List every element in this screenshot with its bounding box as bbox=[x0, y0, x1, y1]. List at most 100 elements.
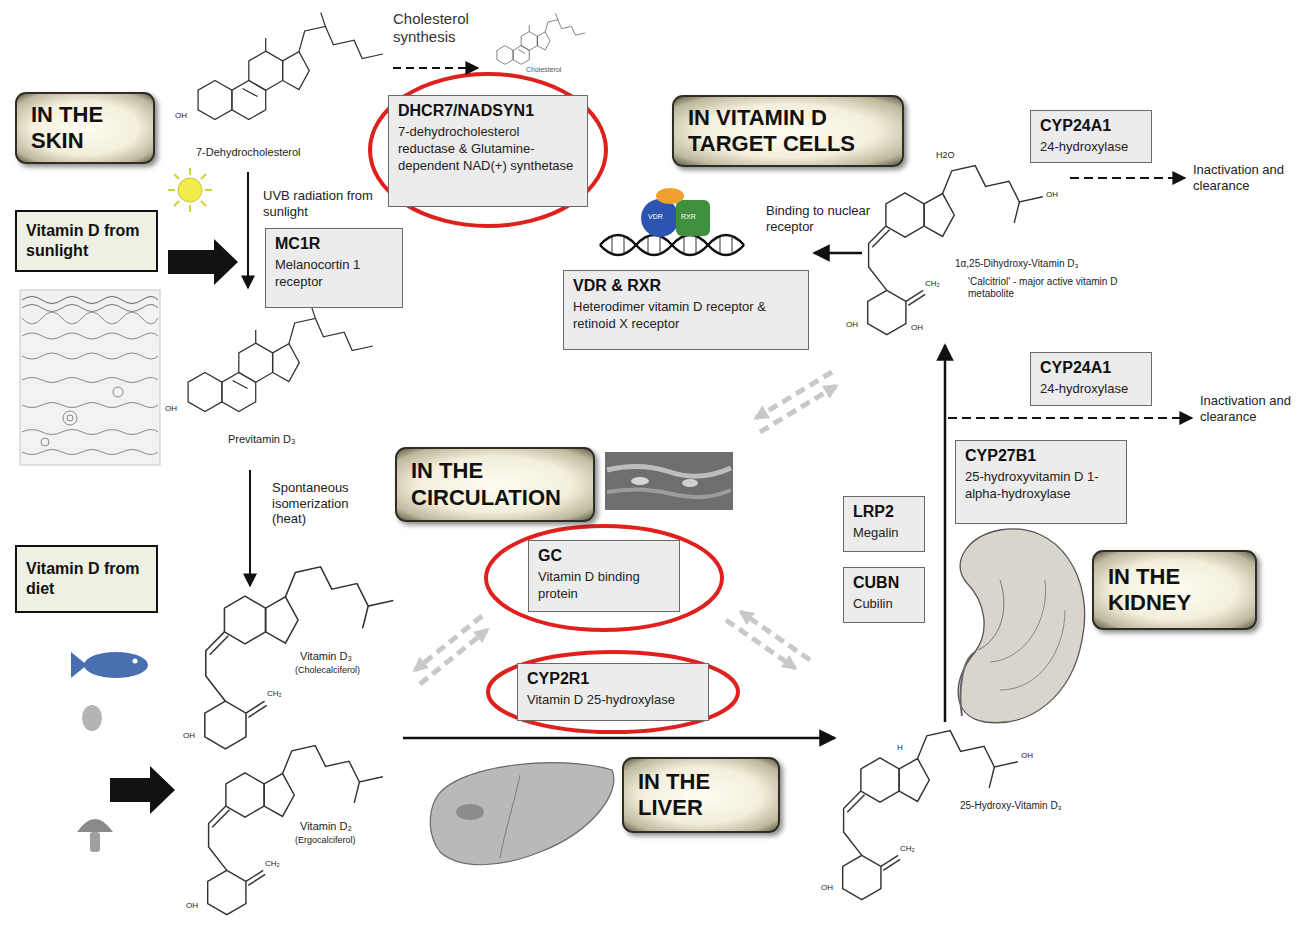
node-title: IN VITAMIN D TARGET CELLS bbox=[688, 105, 888, 158]
section-header: IN THE LIVER bbox=[622, 757, 780, 833]
gene-box: MC1R Melanocortin 1 receptor bbox=[265, 228, 403, 308]
kidney-drawing bbox=[958, 529, 1085, 723]
section-header: IN THE CIRCULATION bbox=[395, 447, 595, 522]
node-text: 7-dehydrocholesterol reductase & Glutami… bbox=[398, 124, 578, 175]
pathway-arrow bbox=[403, 737, 835, 740]
highlight-ellipse bbox=[488, 652, 738, 732]
sun-icon bbox=[168, 168, 212, 212]
gene-box: CUBNCubilin bbox=[843, 567, 925, 623]
node-title: Vitamin D from diet bbox=[26, 559, 147, 599]
fish-icon bbox=[71, 652, 148, 678]
label-text: OH bbox=[175, 111, 195, 121]
node-title: DHCR7/NADSYN1 bbox=[398, 101, 578, 121]
label-text: CH₂ bbox=[925, 279, 947, 289]
node-text: 24-hydroxylase bbox=[1040, 139, 1142, 156]
node-text: Megalin bbox=[853, 525, 915, 542]
label-text: OH bbox=[183, 731, 203, 741]
liver-drawing bbox=[430, 763, 614, 865]
label-text: OH bbox=[846, 320, 866, 330]
node-title: MC1R bbox=[275, 234, 393, 254]
gene-box: GCVitamin D binding protein bbox=[528, 540, 680, 612]
label-text: VDR bbox=[648, 213, 672, 221]
node-text: 24-hydroxylase bbox=[1040, 381, 1142, 398]
node-title: GC bbox=[538, 546, 670, 566]
label-text: OH bbox=[165, 404, 185, 414]
node-text: Vitamin D 25-hydroxylase bbox=[527, 692, 699, 709]
label-text: 25-Hydroxy-Vitamin D₃ bbox=[960, 800, 1095, 812]
node-title: IN THE CIRCULATION bbox=[411, 458, 579, 511]
exchange-arrows bbox=[415, 372, 836, 684]
node-text: Heterodimer vitamin D receptor & retinoi… bbox=[573, 299, 799, 333]
egg-icon bbox=[82, 705, 102, 731]
label-text: 'Calcitriol' - major active vitamin D me… bbox=[968, 276, 1118, 300]
node-title: IN THE KIDNEY bbox=[1108, 564, 1241, 617]
node-title: CYP24A1 bbox=[1040, 116, 1142, 136]
source-box: Vitamin D from sunlight bbox=[15, 210, 158, 272]
mushroom-icon bbox=[77, 819, 113, 852]
label-text: H2O bbox=[936, 150, 966, 161]
molecule-cholesterol bbox=[497, 13, 585, 64]
section-header: IN THE KIDNEY bbox=[1092, 550, 1257, 630]
label-text: CH₂ bbox=[267, 689, 289, 699]
node-title: CYP2R1 bbox=[527, 669, 699, 689]
pathway-arrow bbox=[247, 172, 249, 288]
node-title: VDR & RXR bbox=[573, 276, 799, 296]
label-text: Cholesterol bbox=[526, 66, 576, 74]
label-text: (Ergocalciferol) bbox=[295, 835, 385, 846]
molecule-previtamin bbox=[188, 305, 373, 412]
node-title: IN THE LIVER bbox=[638, 769, 764, 822]
molecule-25oh-d3 bbox=[843, 731, 1018, 900]
label-text: Vitamin D₃ bbox=[300, 650, 380, 663]
label-text: Inactivation and clearance bbox=[1200, 393, 1292, 424]
dna-receptor-picture bbox=[600, 188, 744, 255]
gene-box: DHCR7/NADSYN1 7-dehydrocholesterol reduct… bbox=[388, 95, 588, 207]
node-title: CYP27B1 bbox=[965, 446, 1117, 466]
molecule-7dhc bbox=[198, 13, 383, 120]
section-header: IN THE SKIN bbox=[15, 92, 155, 164]
pathway-arrow bbox=[814, 252, 862, 255]
dashed-arrow bbox=[948, 417, 1192, 419]
gene-box: CYP27B1 25-hydroxyvitamin D 1-alpha-hydro… bbox=[955, 440, 1127, 524]
label-text: Vitamin D₂ bbox=[300, 820, 380, 833]
source-arrow bbox=[110, 766, 175, 814]
highlight-ellipse bbox=[370, 74, 606, 226]
node-text: Cubilin bbox=[853, 596, 915, 613]
molecule-vitamin-d2 bbox=[208, 746, 383, 915]
node-text: 25-hydroxyvitamin D 1-alpha-hydroxylase bbox=[965, 469, 1117, 503]
node-title: LRP2 bbox=[853, 502, 915, 522]
dashed-arrow bbox=[1070, 177, 1185, 179]
label-text: H bbox=[897, 743, 907, 753]
node-text: Melanocortin 1 receptor bbox=[275, 257, 393, 291]
molecule-calcitriol bbox=[868, 166, 1043, 335]
source-arrow bbox=[168, 239, 238, 285]
label-text: OH bbox=[821, 883, 841, 893]
pathway-arrow bbox=[249, 470, 251, 586]
highlight-ellipse bbox=[486, 526, 722, 630]
node-title: IN THE SKIN bbox=[31, 102, 139, 155]
label-text: Inactivation and clearance bbox=[1193, 162, 1285, 193]
molecule-vitamin-d3 bbox=[205, 567, 394, 749]
label-text: OH bbox=[1021, 751, 1041, 761]
label-text: OH bbox=[186, 901, 206, 911]
label-text: Binding to nuclear receptor bbox=[766, 203, 881, 234]
gene-box: CYP24A1 24-hydroxylase bbox=[1030, 110, 1152, 163]
node-title: Vitamin D from sunlight bbox=[26, 221, 147, 261]
label-text: CH₂ bbox=[900, 844, 922, 854]
blood-vessel-picture bbox=[605, 452, 733, 510]
label-text: OH bbox=[911, 323, 931, 333]
pathway-arrow bbox=[944, 345, 947, 722]
skin-histology bbox=[20, 290, 160, 465]
gene-box: VDR & RXR Heterodimer vitamin D receptor … bbox=[563, 270, 809, 350]
label-text: Cholesterol synthesis bbox=[393, 10, 493, 46]
label-text: UVB radiation from sunlight bbox=[263, 188, 378, 219]
label-text: (Cholecalciferol) bbox=[295, 665, 390, 676]
section-header: IN VITAMIN D TARGET CELLS bbox=[672, 95, 904, 167]
node-title: CYP24A1 bbox=[1040, 358, 1142, 378]
label-text: 1α,25-Dihydroxy-Vitamin D₃ bbox=[955, 258, 1120, 270]
label-text: Previtamin D₃ bbox=[228, 433, 323, 446]
gene-box: CYP24A1 24-hydroxylase bbox=[1030, 352, 1152, 406]
label-text: Spontaneous isomerization (heat) bbox=[272, 480, 372, 527]
label-text: OH bbox=[1046, 190, 1066, 200]
dashed-arrow bbox=[393, 67, 478, 69]
source-box: Vitamin D from diet bbox=[15, 545, 158, 613]
